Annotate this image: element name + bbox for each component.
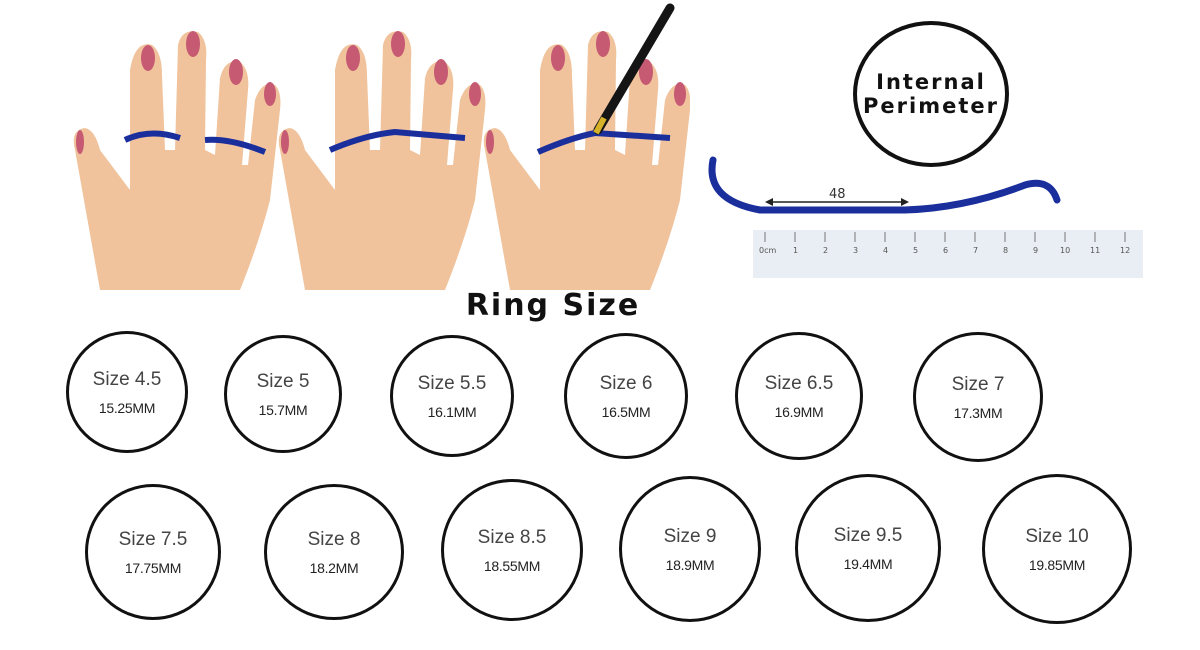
- svg-text:11: 11: [1090, 246, 1100, 255]
- ring-size-5-5: Size 5.5 16.1MM: [390, 335, 514, 457]
- svg-text:1: 1: [793, 246, 798, 255]
- svg-text:6: 6: [943, 246, 948, 255]
- page-title: Ring Size: [465, 288, 641, 323]
- hand-step-2: [278, 31, 486, 290]
- svg-text:7: 7: [973, 246, 978, 255]
- ring-size-9: Size 9 18.9MM: [619, 476, 761, 622]
- ring-size-6: Size 6 16.5MM: [564, 333, 688, 459]
- hand-step-1: [73, 31, 281, 290]
- svg-text:3: 3: [853, 246, 858, 255]
- svg-text:5: 5: [913, 246, 918, 255]
- internal-perimeter-badge: Internal Perimeter: [853, 21, 1009, 167]
- svg-text:8: 8: [1003, 246, 1008, 255]
- pen-icon: [593, 3, 675, 135]
- ring-size-10: Size 10 19.85MM: [982, 474, 1132, 624]
- ring-size-9-5: Size 9.5 19.4MM: [795, 474, 941, 622]
- svg-text:9: 9: [1033, 246, 1038, 255]
- ruler: [753, 230, 1143, 278]
- ring-size-4-5: Size 4.5 15.25MM: [66, 331, 188, 453]
- badge-line-1: Internal: [876, 70, 986, 94]
- hand-measuring-illustration: [73, 3, 690, 290]
- ring-size-5: Size 5 15.7MM: [224, 335, 342, 453]
- svg-text:12: 12: [1120, 246, 1130, 255]
- ring-size-6-5: Size 6.5 16.9MM: [735, 332, 863, 460]
- hand-step-3: [483, 3, 690, 290]
- ring-size-8-5: Size 8.5 18.55MM: [441, 479, 583, 621]
- svg-text:4: 4: [883, 246, 888, 255]
- svg-text:2: 2: [823, 246, 828, 255]
- badge-line-2: Perimeter: [863, 94, 999, 118]
- measurement-label: 48: [829, 187, 846, 202]
- svg-text:0cm: 0cm: [759, 246, 776, 255]
- ring-size-8: Size 8 18.2MM: [264, 484, 404, 620]
- ring-size-7-5: Size 7.5 17.75MM: [85, 484, 221, 620]
- svg-text:10: 10: [1060, 246, 1070, 255]
- ring-size-7: Size 7 17.3MM: [913, 332, 1043, 462]
